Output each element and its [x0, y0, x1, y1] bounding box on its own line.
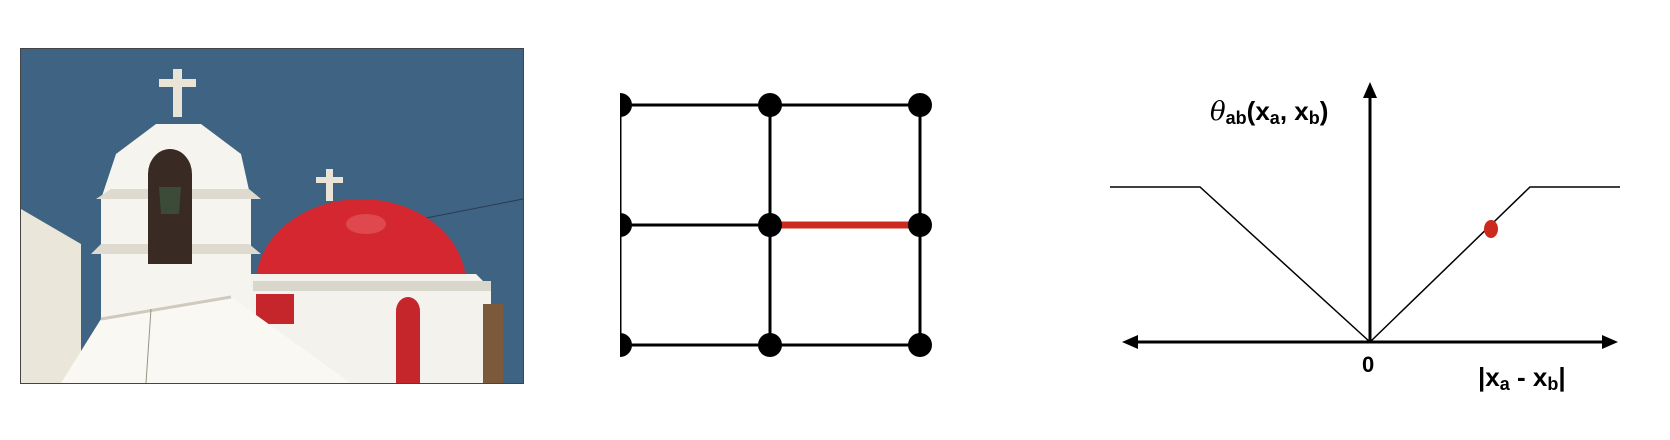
y-axis-arrowhead — [1363, 82, 1377, 98]
grid-node — [758, 93, 782, 117]
x-label-minus: - x — [1510, 362, 1548, 392]
grid-node — [758, 213, 782, 237]
y-label-sep: , x — [1280, 96, 1309, 126]
grid-nodes — [620, 93, 932, 357]
y-axis — [1363, 82, 1377, 342]
grid-node — [908, 93, 932, 117]
roof — [61, 297, 351, 383]
left-building — [21, 209, 81, 383]
potential-curve — [1110, 186, 1620, 344]
grid-node — [758, 333, 782, 357]
sample-point-marker — [1484, 220, 1498, 238]
chapel-photo — [20, 48, 524, 384]
grid-node — [620, 213, 632, 237]
red-dome — [256, 199, 466, 284]
chapel-illustration — [21, 49, 523, 383]
x-label-subscript-a: a — [1500, 374, 1511, 394]
y-axis-label: θab(xa, xb) — [1210, 96, 1328, 128]
y-label-subscript-ab: ab — [1226, 108, 1247, 128]
origin-label: 0 — [1362, 352, 1374, 377]
y-label-subscript-a: a — [1270, 108, 1281, 128]
x-label-subscript-b: b — [1547, 374, 1558, 394]
x-label-bar-x: |x — [1478, 362, 1500, 392]
y-label-close: ) — [1320, 96, 1329, 126]
grid-node — [620, 93, 632, 117]
arched-window — [396, 297, 420, 383]
potential-plot: θab(xa, xb) 0 |xa - xb| — [1110, 82, 1620, 394]
x-axis-left-arrowhead — [1122, 335, 1138, 349]
grid-node — [620, 333, 632, 357]
x-axis-label: |xa - xb| — [1478, 362, 1566, 394]
grid-node — [908, 213, 932, 237]
y-label-open: (x — [1247, 96, 1271, 126]
y-label-subscript-b: b — [1309, 108, 1320, 128]
grid-graph — [620, 93, 932, 357]
grid-node — [908, 333, 932, 357]
x-axis-right-arrowhead — [1602, 335, 1618, 349]
y-label-theta: θ — [1210, 97, 1226, 127]
bell — [159, 187, 181, 214]
x-label-bar: | — [1558, 362, 1565, 392]
